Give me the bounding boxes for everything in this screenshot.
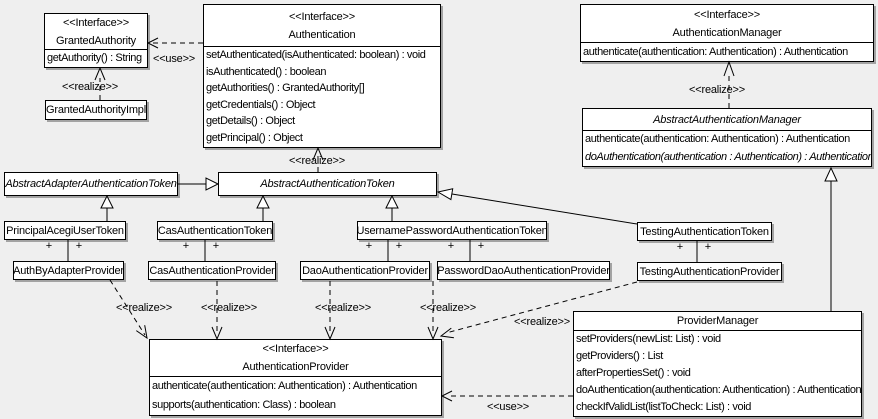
class-name: Authentication — [288, 28, 356, 41]
multiplicity-label: + — [182, 240, 190, 252]
method-label: authenticate(authentication: Authenticat… — [583, 46, 848, 58]
use-label: <<use>> — [152, 53, 196, 65]
class-name: PrincipalAcegiUserToken — [6, 224, 124, 237]
realize-label: <<realize>> — [289, 155, 345, 167]
realize-label: <<realize>> — [315, 302, 371, 314]
open-arrowhead-icon — [723, 60, 735, 77]
multiplicity-label: + — [75, 240, 83, 252]
use-label: <<use>> — [486, 401, 530, 413]
class-name: AuthByAdapterProvider — [13, 264, 124, 277]
method-label: getAuthority() : String — [47, 52, 142, 64]
hollow-triangle-icon — [256, 194, 270, 209]
multiplicity-label: + — [477, 240, 485, 252]
hollow-triangle-icon — [824, 166, 838, 182]
class-name: ProviderManager — [676, 314, 759, 327]
hollow-triangle-icon — [205, 177, 220, 191]
method-label: setAuthenticated(isAuthenticated: boolea… — [206, 49, 426, 61]
class-name: TestingAuthenticationToken — [640, 225, 769, 238]
class-username-password-authentication-token[interactable]: UsernamePasswordAuthenticationToken — [357, 221, 547, 240]
class-name: AbstractAuthenticationToken — [260, 178, 395, 190]
method-label: setProviders(newList: List) : void — [576, 333, 721, 345]
class-abstract-adapter-authentication-token[interactable]: AbstractAdapterAuthenticationToken — [4, 172, 178, 196]
realize-label: <<realize>> — [116, 302, 172, 314]
class-name: UsernamePasswordAuthenticationToken — [357, 224, 547, 237]
class-granted-authority[interactable]: <<Interface>> GrantedAuthority getAuthor… — [44, 13, 148, 68]
hollow-triangle-icon — [100, 194, 114, 209]
class-granted-authority-impl[interactable]: GrantedAuthorityImpl — [45, 100, 147, 120]
method-label: getCredentials() : Object — [206, 98, 316, 111]
stereotype-label: <<Interface>> — [63, 16, 129, 29]
stereotype-label: <<Interface>> — [694, 8, 760, 21]
method-label: afterPropertiesSet() : void — [576, 367, 691, 379]
hollow-triangle-icon — [436, 188, 454, 201]
multiplicity-label: + — [212, 240, 220, 252]
class-provider-manager[interactable]: ProviderManager setProviders(newList: Li… — [573, 311, 862, 417]
class-name: AuthenticationProvider — [242, 361, 349, 373]
class-cas-authentication-provider[interactable]: CasAuthenticationProvider — [148, 261, 276, 280]
multiplicity-label: + — [365, 240, 373, 252]
class-password-dao-authentication-provider[interactable]: PasswordDaoAuthenticationProvider — [437, 261, 610, 280]
method-label: getDetails() : Object — [206, 115, 295, 127]
open-arrowhead-icon — [136, 325, 148, 340]
class-name: PasswordDaoAuthenticationProvider — [437, 264, 610, 277]
class-principal-acegi-user-token[interactable]: PrincipalAcegiUserToken — [4, 221, 126, 240]
class-cas-authentication-token[interactable]: CasAuthenticationToken — [157, 221, 273, 240]
class-name: TestingAuthenticationProvider — [639, 265, 780, 278]
realize-label: <<realize>> — [514, 316, 570, 328]
method-label: supports(authentication: Class) : boolea… — [152, 399, 336, 411]
method-label: isAuthenticated() : boolean — [206, 65, 327, 78]
realize-label: <<realize>> — [420, 302, 476, 314]
method-label: doAuthentication(authentication : Authen… — [585, 150, 871, 163]
method-label: authenticate(authentication: Authenticat… — [585, 133, 850, 145]
multiplicity-label: + — [45, 240, 53, 252]
class-dao-authentication-provider[interactable]: DaoAuthenticationProvider — [300, 261, 430, 280]
class-name: CasAuthenticationToken — [157, 224, 273, 237]
class-abstract-authentication-token[interactable]: AbstractAuthenticationToken — [218, 172, 437, 196]
class-authentication-manager[interactable]: <<Interface>> AuthenticationManager auth… — [580, 4, 874, 62]
method-label: checkIfValidList(listToCheck: List) : vo… — [576, 401, 751, 413]
open-arrowhead-icon — [324, 326, 336, 341]
class-name: AbstractAuthenticationManager — [653, 113, 801, 126]
realize-label: <<realize>> — [689, 84, 745, 96]
class-name: GrantedAuthority — [56, 34, 136, 47]
method-label: getAuthorities() : GrantedAuthority[] — [206, 82, 365, 94]
method-label: getPrincipal() : Object — [206, 131, 303, 144]
generalization-edge-testing-token — [451, 193, 638, 225]
class-name: AbstractAdapterAuthenticationToken — [5, 178, 177, 190]
open-arrowhead-icon — [440, 390, 453, 402]
method-label: getProviders() : List — [576, 350, 663, 362]
open-arrowhead-icon — [439, 327, 454, 339]
class-authentication-provider[interactable]: <<Interface>> AuthenticationProvider aut… — [149, 339, 442, 416]
method-label: doAuthentication(authentication: Authent… — [576, 384, 861, 396]
hollow-triangle-icon — [385, 194, 399, 209]
class-abstract-authentication-manager[interactable]: AbstractAuthenticationManager authentica… — [582, 108, 872, 167]
multiplicity-label: + — [704, 241, 712, 253]
stereotype-label: <<Interface>> — [262, 343, 329, 355]
stereotype-label: <<Interface>> — [289, 10, 355, 23]
class-name: CasAuthenticationProvider — [149, 264, 275, 277]
class-name: AuthenticationManager — [672, 26, 782, 39]
multiplicity-label: + — [676, 241, 684, 253]
multiplicity-label: + — [395, 240, 403, 252]
class-auth-by-adapter-provider[interactable]: AuthByAdapterProvider — [13, 261, 124, 280]
realize-label: <<realize>> — [62, 81, 118, 93]
class-name: DaoAuthenticationProvider — [302, 264, 428, 277]
open-arrowhead-icon — [427, 326, 439, 341]
class-name: GrantedAuthorityImpl — [46, 104, 146, 116]
class-authentication[interactable]: <<Interface>> Authentication setAuthenti… — [203, 4, 441, 148]
multiplicity-label: + — [447, 240, 455, 252]
realize-label: <<realize>> — [201, 302, 257, 314]
open-arrowhead-icon — [94, 66, 106, 81]
method-label: authenticate(authentication: Authenticat… — [152, 380, 417, 392]
open-arrowhead-icon — [211, 326, 223, 341]
open-arrowhead-icon — [146, 37, 159, 49]
class-testing-authentication-provider[interactable]: TestingAuthenticationProvider — [637, 262, 782, 281]
class-testing-authentication-token[interactable]: TestingAuthenticationToken — [637, 222, 772, 241]
